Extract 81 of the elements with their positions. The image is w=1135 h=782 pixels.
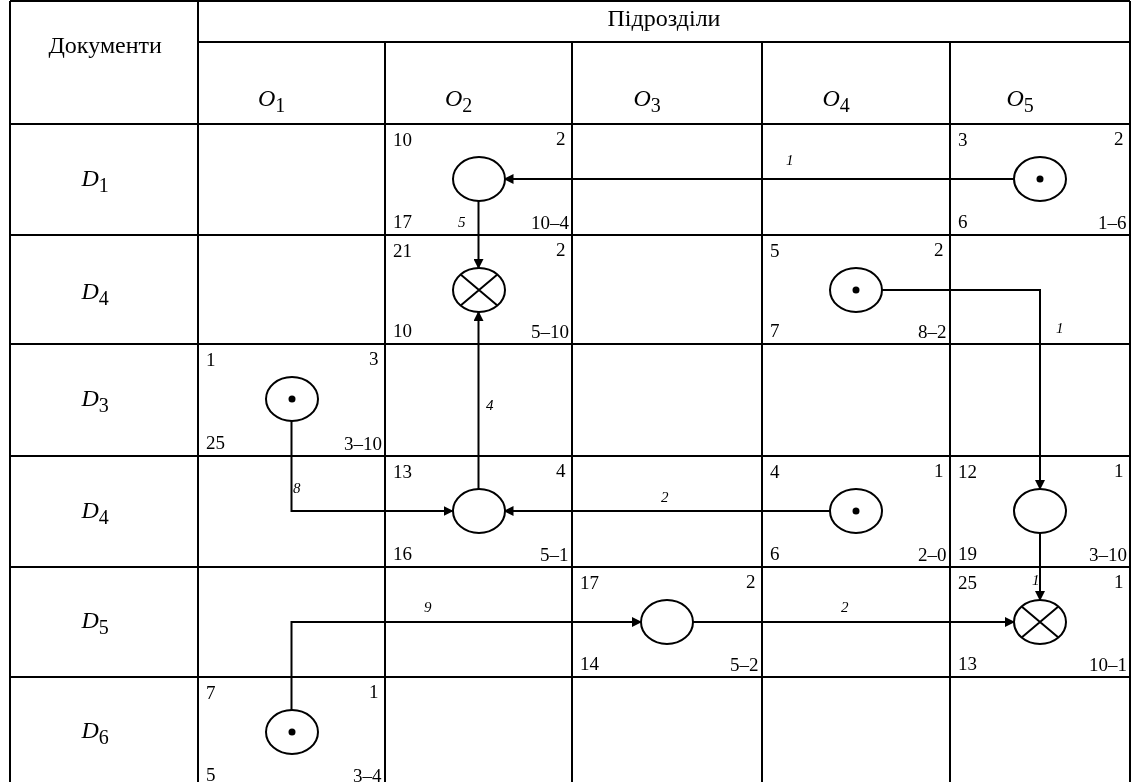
cell-number: 3–4 — [353, 765, 382, 782]
column-header: Підрозділи — [607, 6, 721, 30]
column-header: O$_{2}$ — [445, 85, 473, 115]
circle-symbol — [451, 488, 506, 534]
arrow — [1035, 532, 1045, 601]
crossed-circle-symbol — [1013, 599, 1067, 645]
cell-number: 3–10 — [344, 433, 382, 453]
edge-label: 1 — [1032, 572, 1040, 588]
cell-number: 6 — [770, 543, 780, 563]
edge-label: 8 — [293, 480, 301, 496]
cell-number: 1 — [1114, 571, 1124, 591]
cell-number: 2 — [556, 239, 566, 259]
dotted-circle-symbol — [1013, 156, 1067, 202]
cell-number: 25 — [958, 572, 977, 592]
cell-number: 3–10 — [1089, 544, 1127, 564]
row-header: D$_{4}$ — [81, 278, 109, 308]
cell-number: 2–0 — [918, 544, 947, 564]
cell-number: 2 — [1114, 128, 1124, 148]
cell-number: 6 — [958, 211, 968, 231]
row-header: D$_{4}$ — [81, 497, 109, 527]
arrow — [290, 617, 642, 711]
column-header: Документи — [48, 33, 162, 57]
row-header: D$_{3}$ — [81, 385, 109, 415]
cell-number: 17 — [580, 572, 599, 592]
row-header: D$_{6}$ — [81, 717, 109, 747]
cell-number: 4 — [770, 461, 780, 481]
cell-number: 2 — [556, 128, 566, 148]
cell-number: 19 — [958, 543, 977, 563]
column-header: O$_{3}$ — [633, 85, 661, 115]
cell-number: 25 — [206, 432, 225, 452]
crossed-circle-symbol — [451, 267, 506, 313]
cell-number: 10 — [393, 320, 412, 340]
cell-number: 13 — [393, 461, 412, 481]
cell-number: 12 — [958, 461, 977, 481]
cell-number: 7 — [770, 320, 780, 340]
cell-number: 1 — [934, 460, 944, 480]
arrow — [473, 200, 484, 269]
cell-number: 1–6 — [1098, 212, 1127, 232]
edge-label: 5 — [458, 214, 466, 230]
cell-number: 3 — [958, 129, 968, 149]
cell-number: 1 — [369, 681, 379, 701]
circle-symbol — [1013, 488, 1067, 534]
edge-label: 2 — [841, 599, 849, 615]
row-header: D$_{5}$ — [81, 607, 109, 637]
cell-number: 14 — [580, 653, 599, 673]
cell-number: 8–2 — [918, 321, 947, 341]
edge-label: 1 — [1056, 320, 1064, 336]
cell-number: 1 — [206, 349, 216, 369]
cell-number: 7 — [206, 682, 216, 702]
edge-label: 1 — [786, 152, 794, 168]
column-header: O$_{5}$ — [1006, 85, 1034, 115]
edge-label: 4 — [486, 397, 494, 413]
cell-number: 2 — [746, 571, 756, 591]
circle-symbol — [640, 599, 694, 645]
dotted-circle-symbol — [264, 376, 319, 422]
circle-symbol — [451, 156, 506, 202]
dotted-circle-symbol — [264, 709, 319, 755]
cell-number: 21 — [393, 240, 412, 260]
cell-number: 4 — [556, 460, 566, 480]
edge-label: 2 — [661, 489, 669, 505]
cell-number: 5 — [770, 240, 780, 260]
cell-number: 2 — [934, 239, 944, 259]
cell-number: 17 — [393, 211, 412, 231]
cell-number: 10 — [393, 129, 412, 149]
cell-number: 13 — [958, 653, 977, 673]
cell-number: 10–4 — [531, 212, 569, 232]
cell-number: 5–10 — [531, 321, 569, 341]
cell-number: 5–2 — [730, 654, 759, 674]
cell-number: 16 — [393, 543, 412, 563]
cell-number: 1 — [1114, 460, 1124, 480]
cell-number: 3 — [369, 348, 379, 368]
dotted-circle-symbol — [829, 488, 883, 534]
arrow — [473, 311, 484, 490]
column-header: O$_{4}$ — [822, 85, 850, 115]
cell-number: 10–1 — [1089, 654, 1127, 674]
cell-number: 5 — [206, 764, 216, 782]
column-header: O$_{1}$ — [258, 85, 286, 115]
row-header: D$_{1}$ — [81, 165, 109, 195]
dotted-circle-symbol — [829, 267, 883, 313]
cell-number: 5–1 — [540, 544, 569, 564]
edge-label: 9 — [424, 599, 432, 615]
